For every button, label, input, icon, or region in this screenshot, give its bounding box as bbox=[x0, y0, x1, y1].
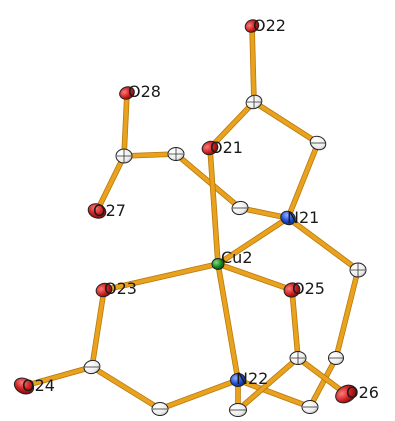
bond-o25-c bbox=[290, 288, 300, 360]
carbon-atom bbox=[301, 400, 319, 414]
label-cu2: Cu2 bbox=[221, 248, 253, 267]
atom-o27 bbox=[87, 203, 107, 219]
atom-cu2 bbox=[211, 258, 225, 270]
carbon-atom bbox=[115, 148, 133, 164]
bond-c-o27 bbox=[95, 154, 126, 213]
carbon-atom bbox=[231, 200, 249, 216]
bond-c-n22-right bbox=[236, 378, 312, 409]
label-n21: N21 bbox=[287, 208, 319, 227]
bond-n21-c-right bbox=[286, 216, 360, 272]
label-o27: O27 bbox=[93, 201, 126, 220]
carbon-atoms bbox=[83, 94, 367, 417]
atom-o26 bbox=[335, 384, 357, 404]
carbon-atom bbox=[328, 351, 344, 365]
carbon-atom bbox=[289, 351, 307, 365]
label-n22: N22 bbox=[236, 369, 268, 388]
carbon-atom bbox=[151, 402, 169, 416]
carbon-atom bbox=[167, 147, 185, 161]
bond-cu2-o23 bbox=[102, 262, 220, 292]
bond-o23-c bbox=[90, 288, 106, 369]
atom-n21 bbox=[280, 210, 296, 226]
atom-o24 bbox=[13, 377, 35, 395]
atom-o23 bbox=[95, 282, 113, 298]
bond-c-n21-upper bbox=[286, 141, 320, 220]
bond-o22-c bbox=[250, 24, 256, 104]
label-o24: O24 bbox=[22, 376, 55, 395]
bond-c-c-right-down bbox=[334, 268, 360, 360]
bond-cu2-n22 bbox=[216, 262, 240, 382]
atom-labels: O22 O28 O21 O27 N21 Cu2 O23 O25 N22 O24 … bbox=[22, 16, 379, 402]
label-o23: O23 bbox=[104, 279, 137, 298]
carbon-atom bbox=[245, 94, 263, 110]
bond-cu2-o25 bbox=[216, 262, 294, 292]
atom-o25 bbox=[283, 282, 301, 298]
bond-c-c-lower-left bbox=[90, 365, 162, 411]
bond-c-c-left bbox=[122, 152, 178, 158]
label-o26: O26 bbox=[346, 383, 379, 402]
bond-c-c-upper-right bbox=[252, 100, 320, 145]
bond-o28-c bbox=[122, 91, 129, 158]
atom-n22 bbox=[230, 373, 246, 387]
carbon-atom bbox=[229, 403, 247, 417]
label-o22: O22 bbox=[253, 16, 286, 35]
atom-o28 bbox=[119, 86, 135, 100]
bond-c-c-lower-right bbox=[308, 356, 338, 409]
bond-cu2-o21 bbox=[208, 146, 220, 266]
atom-o22 bbox=[244, 19, 260, 33]
label-o25: O25 bbox=[292, 279, 325, 298]
bond-cu2-n21 bbox=[216, 216, 290, 266]
bond-c-c-bottom bbox=[236, 356, 300, 412]
label-o21: O21 bbox=[210, 138, 243, 157]
bond-c-o26 bbox=[296, 356, 348, 396]
bond-c-o24 bbox=[22, 365, 94, 388]
heteroatoms bbox=[13, 19, 357, 404]
carbon-atom bbox=[349, 262, 367, 278]
carbon-atom bbox=[309, 135, 327, 151]
bond-c-c-mid bbox=[174, 152, 242, 210]
bond-c-o21 bbox=[208, 100, 256, 150]
bonds bbox=[21, 23, 361, 413]
label-o28: O28 bbox=[128, 82, 161, 101]
bond-c-n22-left bbox=[158, 378, 240, 411]
carbon-atom bbox=[83, 359, 101, 375]
atom-o21 bbox=[201, 140, 219, 156]
